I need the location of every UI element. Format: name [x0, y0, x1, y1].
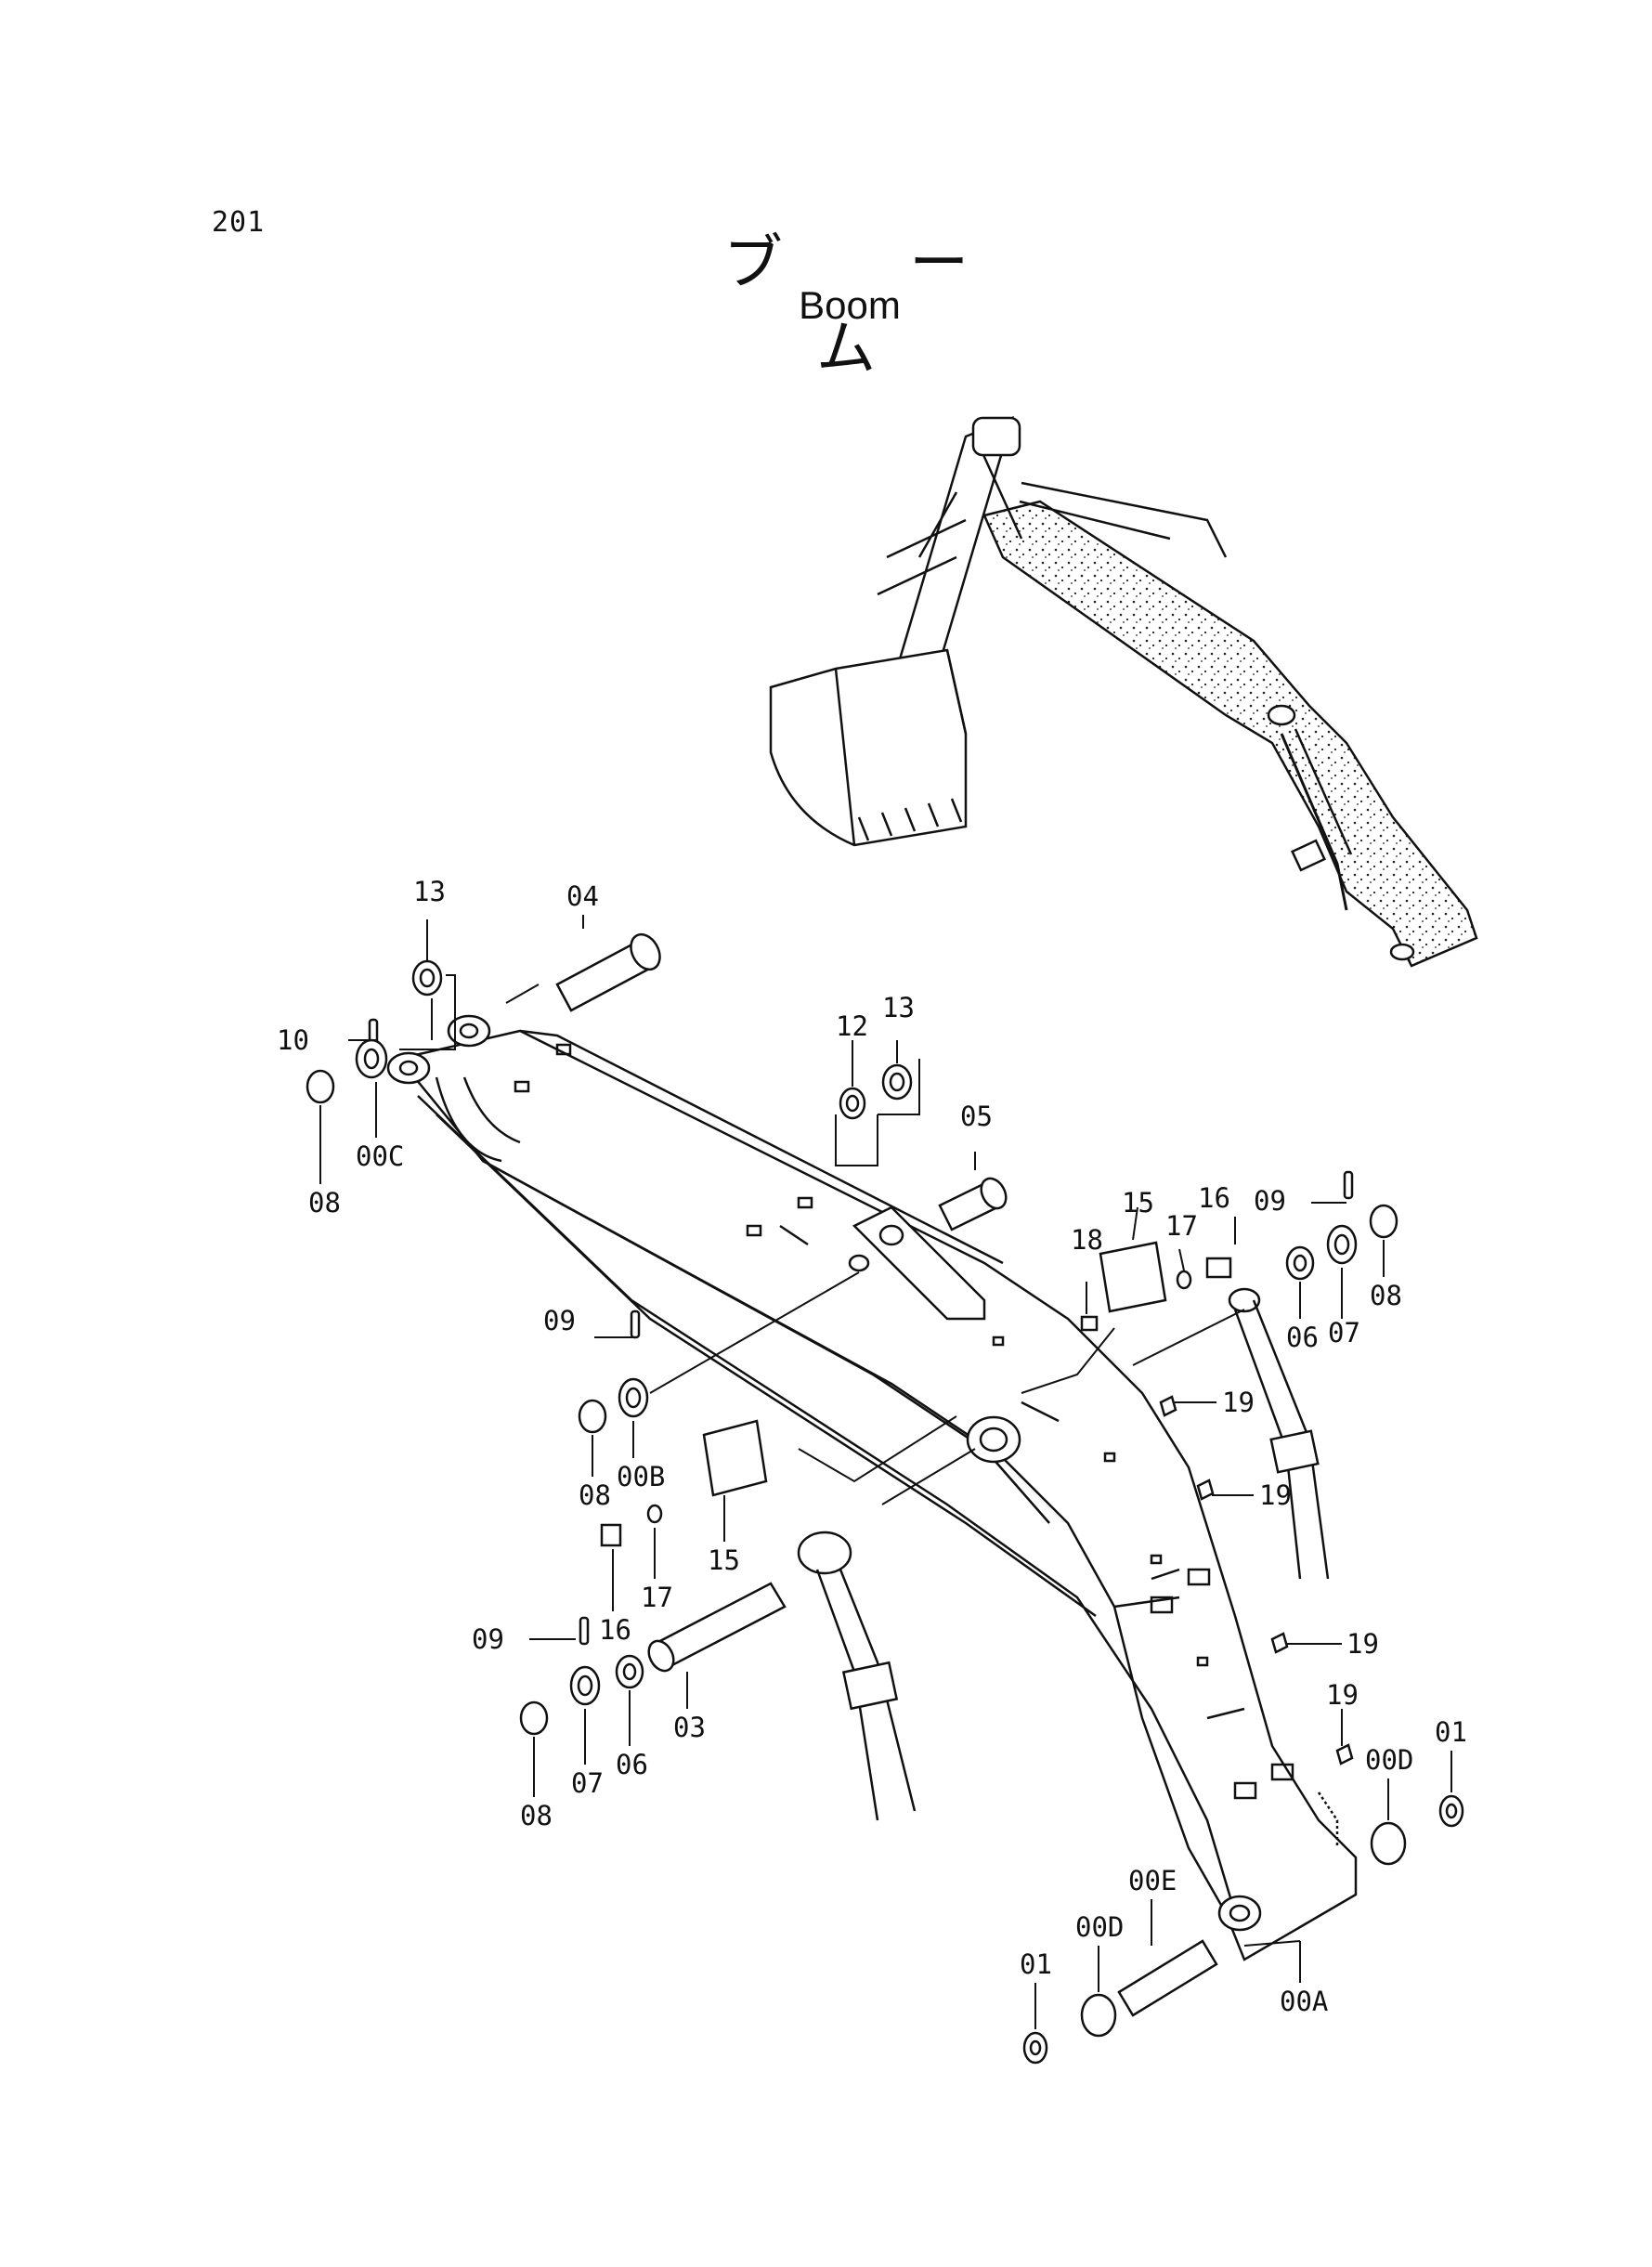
callout-16: 16	[1198, 1182, 1230, 1214]
overview-excavator-illustration	[769, 415, 1478, 968]
callout-00e: 00E	[1128, 1865, 1177, 1896]
callout-16b: 16	[599, 1614, 631, 1646]
callout-19b: 19	[1259, 1479, 1292, 1511]
callout-06b: 06	[616, 1749, 648, 1780]
callout-09: 09	[1254, 1185, 1286, 1217]
callout-06: 06	[1286, 1322, 1319, 1353]
callout-17b: 17	[641, 1582, 673, 1613]
callout-17: 17	[1165, 1210, 1198, 1242]
cylinder-illustrations	[797, 1287, 1330, 1821]
callout-00d-b: 00D	[1075, 1911, 1124, 1943]
title-english: Boom	[799, 283, 901, 327]
callout-18: 18	[1071, 1224, 1103, 1256]
callout-00b: 00B	[617, 1461, 665, 1492]
page-number: 201	[212, 206, 266, 239]
callout-00c: 00C	[356, 1140, 404, 1172]
callout-07b: 07	[571, 1767, 604, 1799]
callout-01: 01	[1435, 1716, 1467, 1748]
callout-03: 03	[673, 1712, 706, 1743]
callout-01b: 01	[1020, 1948, 1052, 1980]
callout-08: 08	[308, 1187, 341, 1218]
callout-04: 04	[566, 880, 599, 912]
callout-13: 13	[413, 876, 446, 907]
callout-09b: 09	[543, 1305, 576, 1336]
callout-08d: 08	[520, 1800, 553, 1831]
callout-07: 07	[1328, 1317, 1360, 1348]
callout-15b: 15	[708, 1544, 740, 1576]
callout-13b: 13	[882, 992, 915, 1023]
title-japanese: ブ ー ム	[722, 229, 1023, 384]
leader-lines	[319, 915, 1452, 2029]
main-boom-illustration	[386, 1014, 1358, 1961]
callout-19: 19	[1222, 1387, 1255, 1418]
callout-15: 15	[1122, 1187, 1154, 1218]
callout-labels: 13 04 10 08 00C 12 13 05 09 16 17 15 18 …	[277, 876, 1467, 2017]
callout-00a: 00A	[1280, 1986, 1328, 2017]
callout-10: 10	[277, 1024, 309, 1056]
loose-parts	[306, 932, 1464, 2065]
callout-00d: 00D	[1365, 1744, 1413, 1776]
callout-09c: 09	[472, 1623, 504, 1655]
callout-12: 12	[836, 1010, 868, 1042]
callout-19c: 19	[1346, 1628, 1379, 1660]
callout-05: 05	[960, 1101, 993, 1132]
callout-19d: 19	[1326, 1679, 1359, 1711]
callout-08b: 08	[1370, 1280, 1402, 1311]
callout-08c: 08	[579, 1479, 611, 1511]
